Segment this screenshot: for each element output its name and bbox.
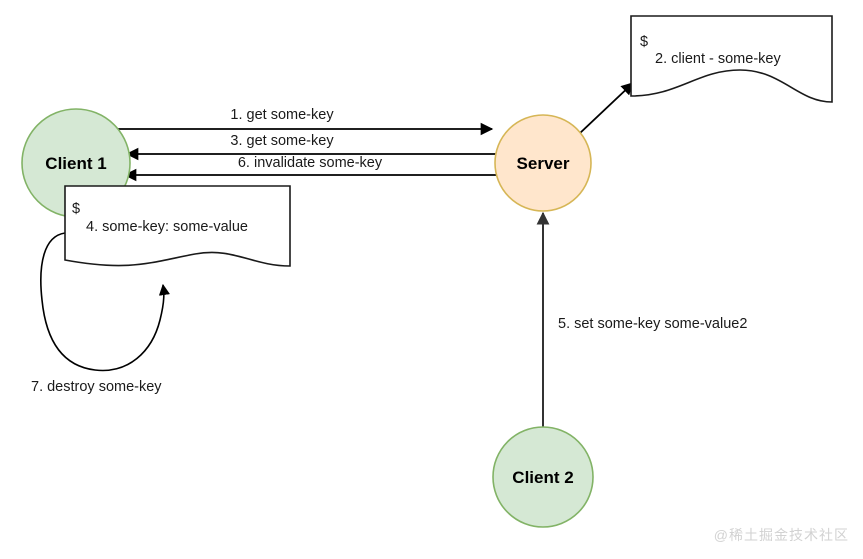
node-client-2[interactable]: Client 2	[492, 426, 594, 528]
edge-server-to-note	[578, 82, 634, 135]
note-shape	[630, 15, 833, 103]
edge-get-some-key-1: 1. get some-key	[112, 107, 494, 136]
client-2-label: Client 2	[512, 468, 573, 487]
edge-label-6: 6. invalidate some-key	[238, 155, 383, 171]
note-server: $ 2. client - some-key	[630, 15, 833, 103]
watermark: @稀土掘金技术社区	[713, 527, 849, 543]
server-label: Server	[517, 154, 570, 173]
edge-line	[578, 82, 634, 135]
note-prompt: $	[72, 201, 80, 217]
edge-destroy-some-key-7: 7. destroy some-key	[31, 232, 170, 395]
note-shape	[64, 185, 291, 267]
note-body-text: 4. some-key: some-value	[86, 219, 248, 235]
node-server[interactable]: Server	[494, 114, 592, 212]
edge-loop-path	[40, 232, 170, 372]
note-body-text: 2. client - some-key	[655, 51, 781, 67]
edge-label-5: 5. set some-key some-value2	[558, 316, 747, 332]
edge-label-7: 7. destroy some-key	[31, 379, 162, 395]
edge-label-3: 3. get some-key	[230, 133, 334, 149]
edge-get-some-key-3: 3. get some-key	[125, 133, 498, 161]
note-prompt: $	[640, 34, 648, 50]
server-circle[interactable]	[494, 114, 592, 212]
edge-label-1: 1. get some-key	[230, 107, 334, 123]
edge-invalidate-some-key-6: 6. invalidate some-key	[123, 155, 498, 182]
note-client: $ 4. some-key: some-value	[64, 185, 291, 267]
client-2-circle[interactable]	[492, 426, 594, 528]
client-1-label: Client 1	[45, 154, 106, 173]
edge-set-some-key-5: 5. set some-key some-value2	[536, 211, 747, 427]
